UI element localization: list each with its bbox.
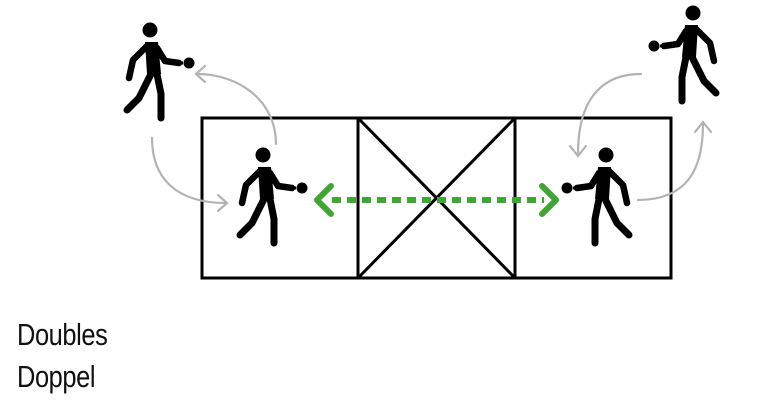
curved-arrow-right-down-head [568, 144, 588, 158]
doubles-diagram [0, 0, 765, 280]
table-tennis-player-icon [562, 148, 630, 244]
table-tennis-player-icon [127, 23, 195, 119]
curved-arrow-left-down [150, 136, 228, 205]
curved-arrow-left-down-head [216, 193, 229, 213]
caption-german: Doppel [17, 359, 96, 394]
curved-arrow-right-up [636, 122, 705, 202]
table-tennis-player-icon [649, 6, 717, 102]
table-tennis-table [200, 116, 673, 280]
caption-english: Doubles [17, 317, 108, 352]
curved-arrow-left-up-head [194, 64, 207, 84]
rotation-arrows [150, 64, 713, 213]
dashed-double-arrow [314, 183, 559, 217]
curved-arrow-right-up-head [693, 120, 713, 134]
table-center-cross-2 [356, 116, 517, 280]
curved-arrow-left-up [195, 72, 278, 146]
curved-arrow-right-down [576, 72, 643, 156]
table-tennis-player-icon [240, 148, 308, 244]
table-outline [200, 116, 673, 280]
